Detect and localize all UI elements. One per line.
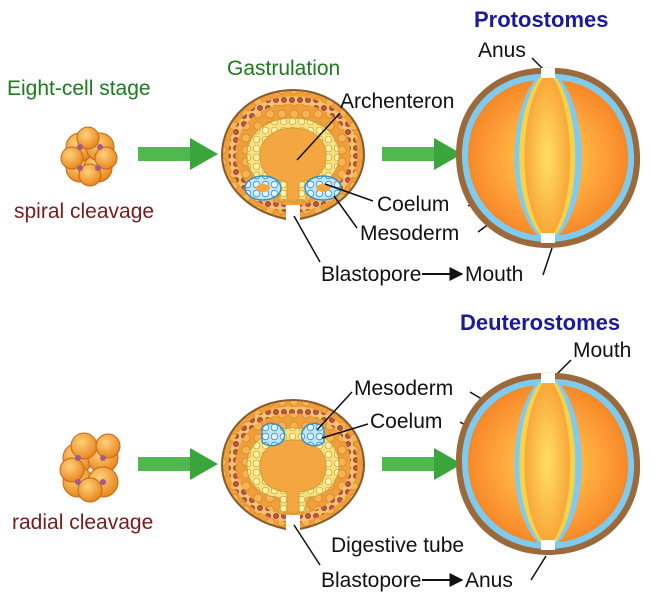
protostomes-heading: Protostomes [474, 7, 608, 32]
spiral-cleavage-label: spiral cleavage [14, 200, 154, 223]
coelum-leader-bottom-left [321, 423, 369, 439]
radial-cleavage-label: radial cleavage [12, 511, 153, 534]
mouth-label-top: Mouth [465, 263, 523, 286]
anus-label-bottom: Anus [465, 569, 513, 592]
mouth-label-bottom: Mouth [573, 339, 631, 362]
eight-cell-stage-label: Eight-cell stage [7, 77, 151, 100]
arrow-right-icon [382, 138, 462, 170]
gastrulation-label: Gastrulation [227, 57, 340, 80]
arrow-right-icon [138, 448, 218, 480]
coelum-leader-left [324, 183, 374, 202]
deuterostome-body [456, 372, 641, 555]
mouth-leader-bottom [555, 359, 572, 376]
archenteron-label: Archenteron [340, 90, 454, 113]
mouth-leader-top [542, 247, 553, 276]
blastopore-leader-bottom [293, 524, 321, 566]
mesoderm-label-top: Mesoderm [360, 222, 459, 245]
arrow-right-icon [382, 448, 462, 480]
coelum-label-top: Coelum [377, 193, 449, 216]
digestive-tube-label: Digestive tube [331, 534, 464, 557]
deuterostome-gastrula [220, 398, 366, 532]
spiral-cleavage-embryo [60, 126, 118, 187]
blastopore-label-bottom: Blastopore [321, 569, 421, 592]
protostome-body [456, 67, 641, 248]
mesoderm-label-bottom: Mesoderm [354, 377, 453, 400]
deuterostomes-heading: Deuterostomes [460, 310, 620, 335]
archenteron-leader [296, 112, 341, 161]
anus-label-top: Anus [478, 39, 526, 62]
blastopore-leader-top [293, 215, 321, 263]
radial-cleavage-embryo [59, 432, 121, 503]
mesoderm-leader-left [333, 195, 358, 229]
mesoderm-leader-bottom-left [316, 391, 353, 431]
anus-leader-bottom [530, 555, 547, 581]
coelum-label-bottom: Coelum [370, 410, 442, 433]
arrow-right-icon [138, 138, 218, 170]
blastopore-label-top: Blastopore [321, 263, 421, 286]
